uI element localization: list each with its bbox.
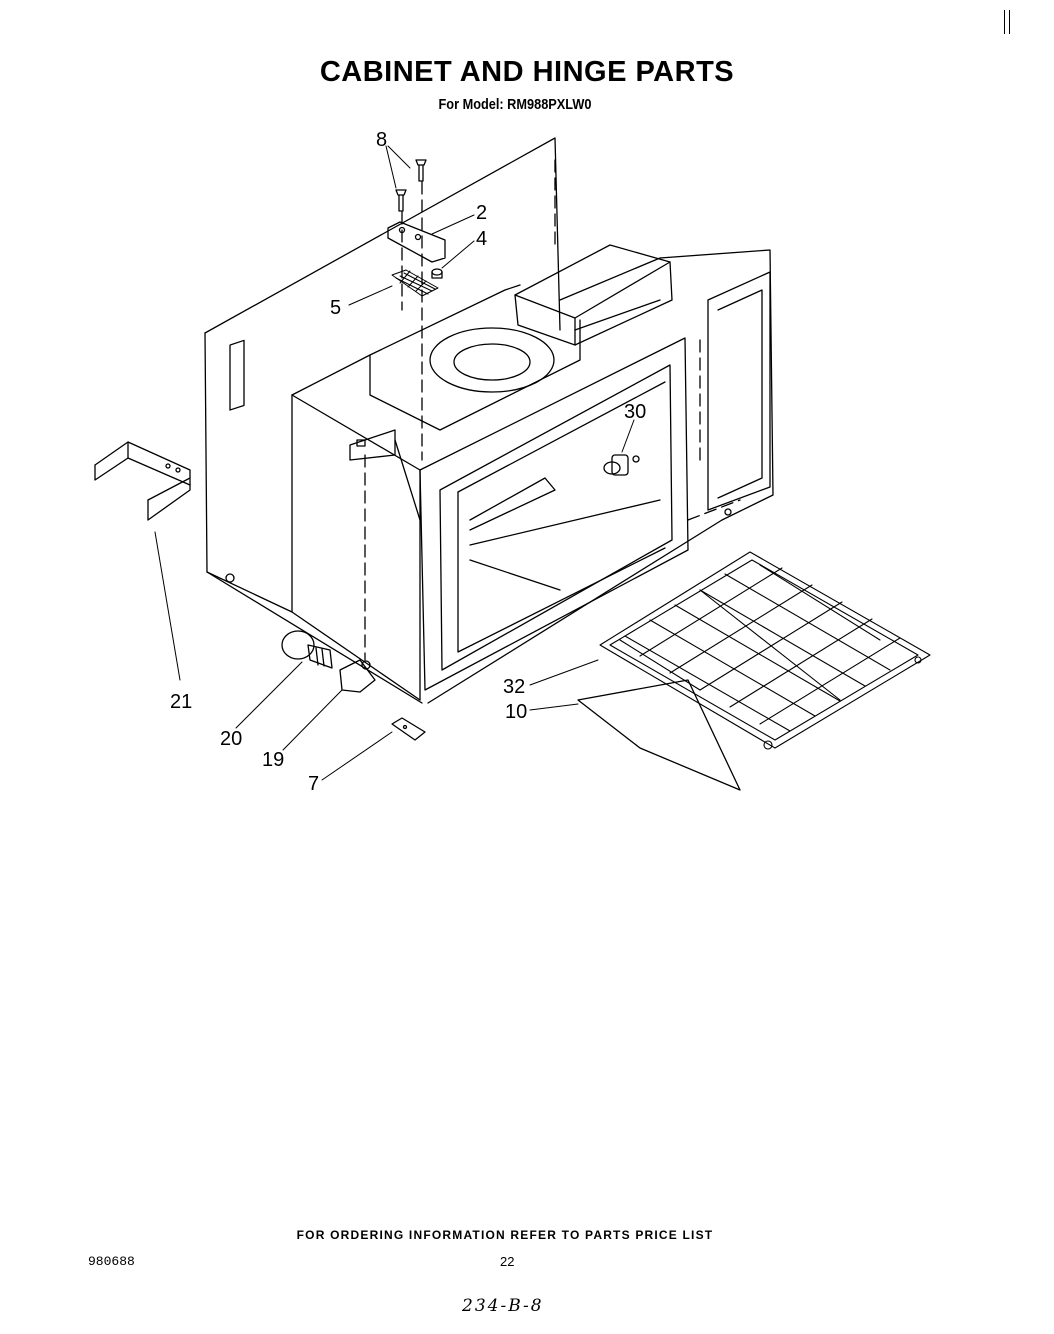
leader-lines: [154, 145, 635, 781]
page-number: 22: [500, 1254, 515, 1269]
hinge-plate: [349, 429, 421, 521]
callout-19: 19: [262, 749, 284, 771]
corner-binding-mark: [1004, 10, 1010, 34]
alignment-lines: [364, 159, 741, 661]
part-2-hinge: [387, 221, 446, 263]
part-21-bracket: [94, 441, 191, 521]
ordering-note: FOR ORDERING INFORMATION REFER TO PARTS …: [296, 1228, 714, 1242]
part-19-socket: [339, 659, 376, 693]
callout-10: 10: [505, 701, 527, 723]
waveguide-box: [514, 244, 673, 346]
oven-cavity: [291, 284, 689, 701]
callout-5: 5: [330, 297, 341, 319]
document-number: 980688: [88, 1254, 135, 1269]
callout-30: 30: [624, 401, 646, 423]
part-20-lamp: [281, 630, 333, 669]
part-8-screws: [395, 159, 427, 212]
cabinet-wrapper: [204, 137, 774, 704]
handwritten-note: 234-B-8: [462, 1296, 544, 1316]
part-5-grille: [391, 269, 439, 297]
callout-2: 2: [476, 202, 487, 224]
part-10-tray: [577, 679, 741, 791]
callout-7: 7: [308, 773, 319, 795]
callout-labels: 8 2 4 5 30 21 20 19 7 32 10: [170, 129, 646, 795]
part-30-actuator: [603, 454, 640, 476]
part-7-clip: [391, 717, 426, 741]
callout-32: 32: [503, 676, 525, 698]
page-title: CABINET AND HINGE PARTS: [319, 56, 735, 88]
part-4-spacer: [431, 268, 443, 279]
callout-4: 4: [476, 228, 487, 250]
callout-8: 8: [376, 129, 387, 151]
callout-21: 21: [170, 691, 192, 713]
model-subtitle: For Model: RM988PXLW0: [438, 96, 592, 113]
stirrer-cover: [429, 327, 555, 393]
callout-20: 20: [220, 728, 242, 750]
part-32-rack: [599, 551, 931, 750]
